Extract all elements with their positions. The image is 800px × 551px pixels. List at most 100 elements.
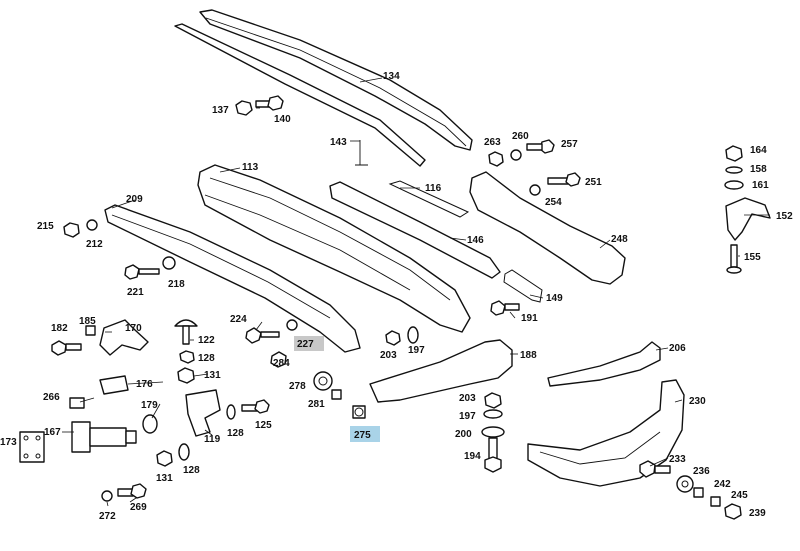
highlight-275	[350, 426, 380, 442]
label-203-a: 203	[380, 350, 397, 361]
part-275-fastener	[352, 405, 366, 419]
part-194-bolt	[484, 437, 502, 473]
label-209: 209	[126, 194, 143, 205]
part-245-clip	[710, 496, 721, 507]
part-143-rod	[174, 23, 426, 167]
label-206: 206	[669, 343, 686, 354]
part-248-corner-bracket	[469, 171, 626, 285]
leader-lines	[62, 77, 770, 507]
part-167-shock-absorber	[71, 421, 137, 453]
label-128-c: 128	[183, 465, 200, 476]
part-197-washer-a	[407, 326, 419, 344]
label-284: 284	[273, 358, 290, 369]
label-164: 164	[750, 145, 767, 156]
part-128-washer-b	[226, 404, 236, 420]
part-218-washer	[162, 256, 176, 270]
label-272: 272	[99, 511, 116, 522]
part-128-washer-c	[178, 443, 190, 461]
label-188: 188	[520, 350, 537, 361]
label-197-a: 197	[408, 345, 425, 356]
part-260-washer	[510, 149, 522, 161]
part-281-clip	[331, 389, 342, 400]
label-260: 260	[512, 131, 529, 142]
label-131-b: 131	[156, 473, 173, 484]
part-254-washer	[529, 184, 541, 196]
part-239-nut	[724, 503, 742, 520]
part-164-nut	[725, 145, 743, 162]
label-281: 281	[308, 399, 325, 410]
label-278: 278	[289, 381, 306, 392]
label-173: 173	[0, 437, 17, 448]
part-236-washer	[676, 475, 694, 493]
part-284-nut	[270, 351, 287, 368]
label-143: 143	[330, 137, 347, 148]
part-161-washer	[724, 180, 744, 190]
label-179: 179	[141, 400, 158, 411]
part-173-plate	[19, 431, 45, 463]
part-131-nut-b	[156, 450, 173, 467]
label-221: 221	[127, 287, 144, 298]
label-245: 245	[731, 490, 748, 501]
highlight-227	[294, 336, 324, 351]
label-176: 176	[136, 379, 153, 390]
label-230: 230	[689, 396, 706, 407]
part-203-nut-b	[484, 392, 502, 409]
label-152: 152	[776, 211, 793, 222]
part-233-bolt	[639, 460, 671, 478]
part-119-bracket	[185, 389, 221, 437]
part-206-strip	[547, 341, 661, 387]
label-191: 191	[521, 313, 538, 324]
label-194: 194	[464, 451, 481, 462]
part-116-strip	[388, 180, 470, 218]
label-134: 134	[383, 71, 400, 82]
label-161: 161	[752, 180, 769, 191]
label-218: 218	[168, 279, 185, 290]
label-128-b: 128	[227, 428, 244, 439]
part-134-trim-strip	[199, 9, 473, 151]
part-179-plug	[142, 414, 158, 434]
part-176-cap	[99, 375, 129, 395]
label-236: 236	[693, 466, 710, 477]
label-140: 140	[274, 114, 291, 125]
part-266-clip	[69, 397, 85, 409]
part-128-nut-a	[179, 350, 195, 364]
label-227: 227	[297, 339, 314, 350]
part-113-bumper-carrier	[197, 164, 471, 333]
label-131-a: 131	[204, 370, 221, 381]
label-158: 158	[750, 164, 767, 175]
part-272-washer	[101, 490, 113, 502]
label-122: 122	[198, 335, 215, 346]
part-122-mushroom-bolt	[174, 319, 198, 345]
part-209-side-carrier	[104, 204, 361, 353]
label-266: 266	[43, 392, 60, 403]
label-182: 182	[51, 323, 68, 334]
label-257: 257	[561, 139, 578, 150]
part-188-bumper-end	[369, 339, 513, 403]
label-269: 269	[130, 502, 147, 513]
part-137-nut	[235, 100, 253, 116]
part-230-bumper-cover	[527, 379, 685, 487]
label-251: 251	[585, 177, 602, 188]
label-119: 119	[204, 434, 221, 445]
part-140-bolt	[255, 95, 284, 111]
label-185: 185	[79, 316, 96, 327]
label-233: 233	[669, 454, 686, 465]
label-137: 137	[212, 105, 229, 116]
label-248: 248	[611, 234, 628, 245]
part-197-washer-b	[483, 409, 503, 419]
label-275: 275	[354, 430, 371, 441]
part-224-screw	[245, 327, 280, 344]
label-224: 224	[230, 314, 247, 325]
part-149-bar	[503, 269, 543, 303]
part-227-washer	[286, 319, 298, 331]
label-200: 200	[455, 429, 472, 440]
part-182-bolt	[51, 340, 82, 356]
label-113: 113	[242, 162, 259, 173]
part-269-bolt	[117, 483, 147, 499]
label-197-b: 197	[459, 411, 476, 422]
part-152-bracket	[725, 197, 771, 241]
label-149: 149	[546, 293, 563, 304]
label-239: 239	[749, 508, 766, 519]
